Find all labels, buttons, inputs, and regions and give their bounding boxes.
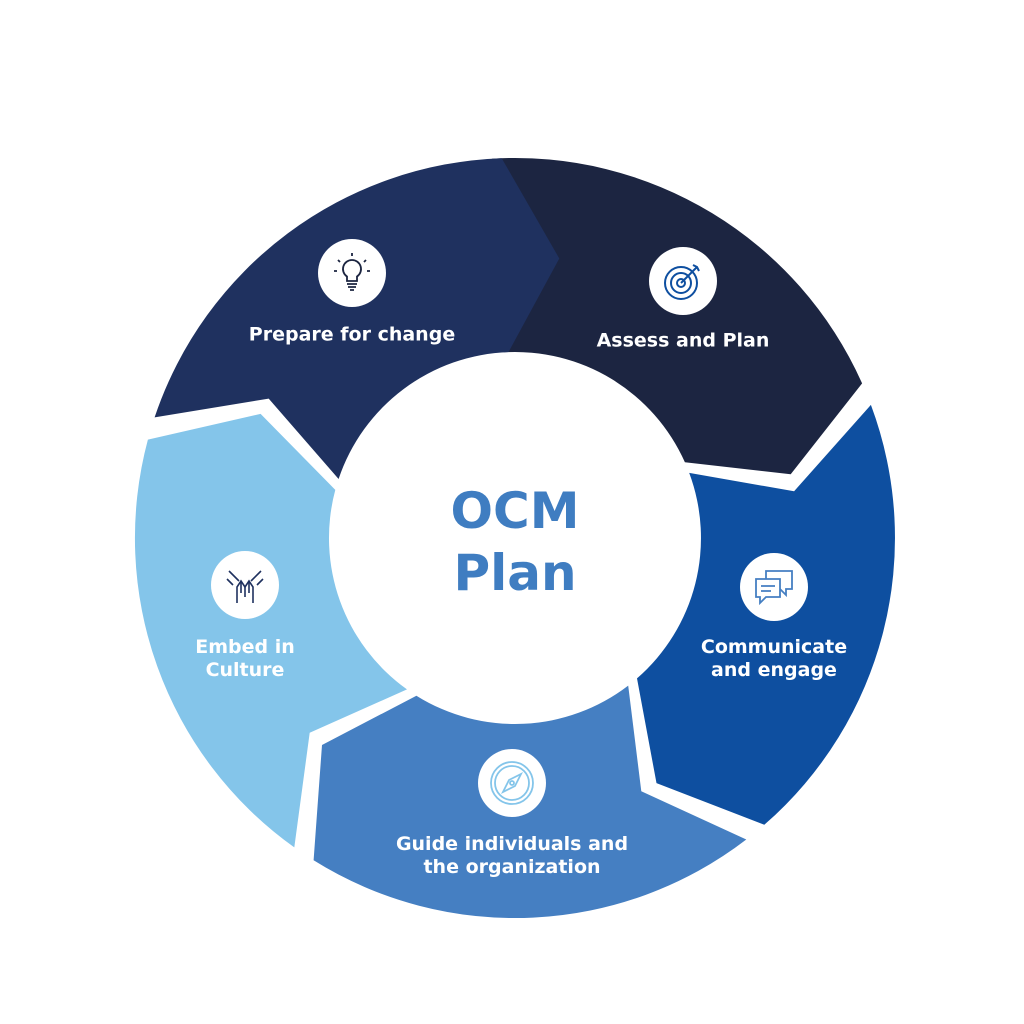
segment-label-assess: Assess and Plan — [596, 329, 770, 352]
lightbulb-icon — [318, 239, 386, 307]
chat-bubbles-icon — [740, 553, 808, 621]
segment-label-embed-text: Embed in Culture — [195, 636, 295, 681]
target-icon — [649, 247, 717, 315]
center-title-line1: OCM — [450, 482, 580, 540]
segment-label-communicate: Communicate and engage — [694, 636, 854, 682]
center-title-line2: Plan — [453, 544, 577, 602]
segment-label-guide: Guide individuals and the organization — [392, 833, 632, 879]
compass-icon — [478, 749, 546, 817]
segment-guide — [134, 413, 407, 848]
segment-prepare — [491, 157, 863, 475]
segment-label-guide-text: Guide individuals and the organization — [395, 833, 629, 878]
center-title: OCM Plan — [451, 480, 580, 604]
segment-label-communicate-text: Communicate and engage — [700, 636, 848, 681]
segment-label-prepare: Prepare for change — [248, 323, 456, 346]
hands-icon — [211, 551, 279, 619]
segment-embed — [154, 158, 560, 479]
segment-label-embed: Embed in Culture — [190, 636, 300, 682]
